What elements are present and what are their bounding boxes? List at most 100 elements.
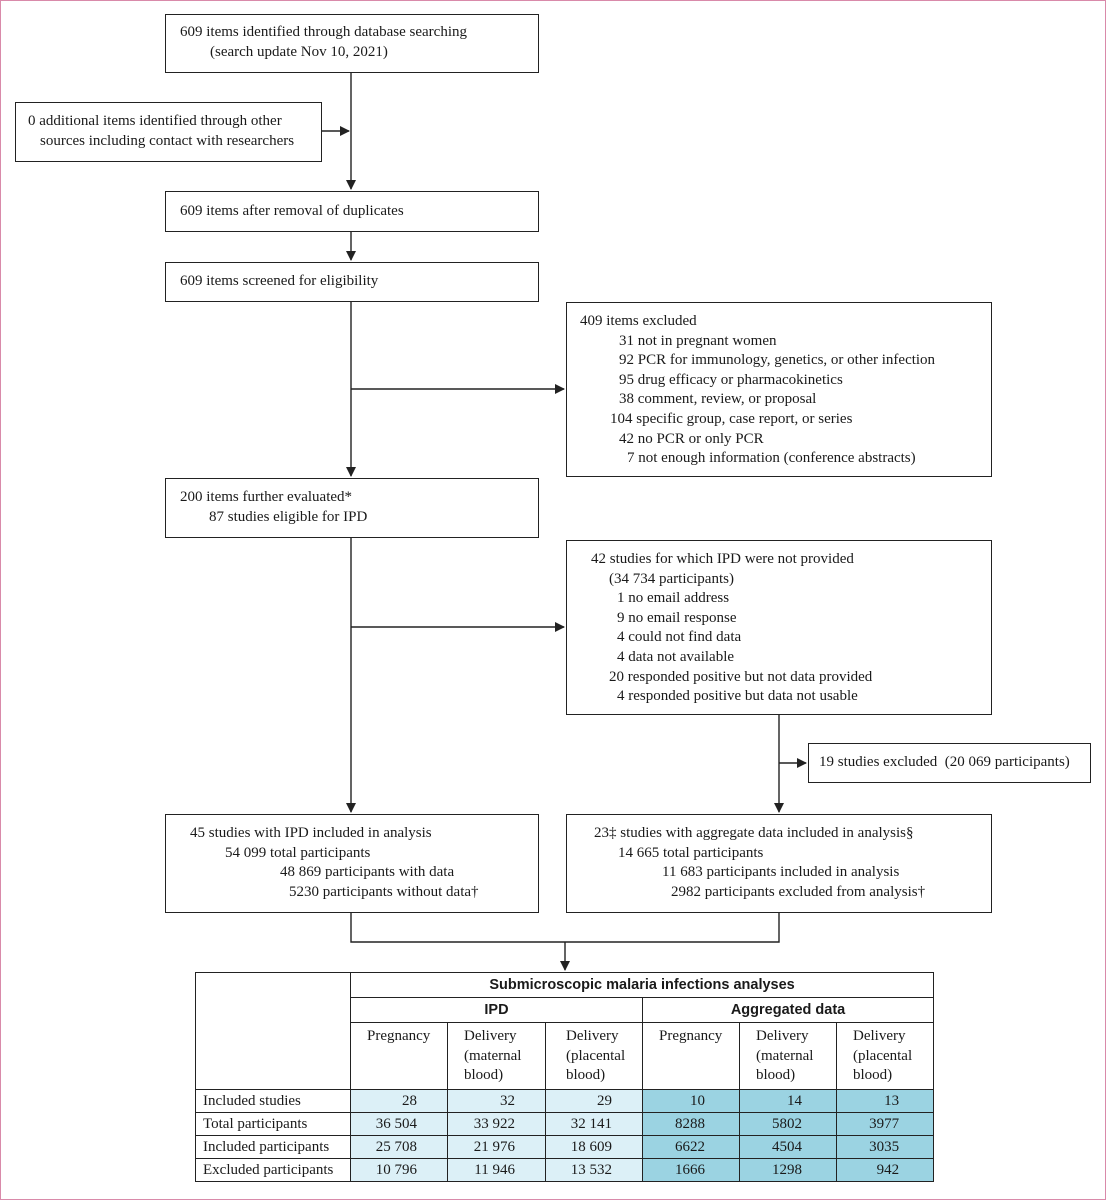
identified-database-box: 609 items identified through database se…: [165, 14, 539, 73]
identified-other-line-1: 0 additional items identified through ot…: [28, 113, 282, 129]
excluded-box: 409 items excluded 31 not in pregnant wo…: [566, 302, 992, 477]
column-header-line: Delivery: [464, 1028, 517, 1044]
table-cell: 33 922: [447, 1112, 546, 1136]
excluded-reason: 92 PCR for immunology, genetics, or othe…: [619, 352, 936, 369]
ipd-not-provided-reason: 4 could not find data: [617, 629, 742, 646]
screened-box: 609 items screened for eligibility: [165, 262, 539, 302]
ipd-not-provided-reason: 9 no email response: [617, 609, 737, 626]
column-header: Delivery (placental blood): [835, 1022, 935, 1090]
row-label: Total participants: [195, 1112, 351, 1136]
after-duplicates-box: 609 items after removal of duplicates: [165, 191, 539, 232]
identified-database-line-1: 609 items identified through database se…: [180, 24, 467, 40]
ipd-not-provided-reason: 1 no email address: [617, 590, 730, 607]
ipd-not-provided-reason: 4 data not available: [617, 648, 735, 665]
excluded-reason: 7 not enough information (conference abs…: [627, 450, 916, 467]
table-group-row: IPD Aggregated data: [196, 997, 935, 1023]
studies-excluded-text: 19 studies excluded (20 069 participants…: [819, 754, 1070, 770]
aggregate-excluded-from-analysis: 2982 participants excluded from analysis…: [671, 883, 926, 900]
column-header: Delivery (maternal blood): [739, 1022, 837, 1090]
identified-other-line-2: sources including contact with researche…: [40, 132, 295, 149]
further-evaluated-line-2: 87 studies eligible for IPD: [209, 508, 368, 525]
excluded-title: 409 items excluded: [580, 313, 697, 329]
excluded-reason: 38 comment, review, or proposal: [619, 391, 817, 408]
row-label: Included participants: [195, 1135, 351, 1159]
table-title: Submicroscopic malaria infections analys…: [349, 972, 935, 998]
column-header-line: (maternal: [464, 1047, 522, 1064]
column-header: Pregnancy: [642, 1022, 740, 1090]
group-header-aggregated: Aggregated data: [641, 997, 935, 1023]
table-cell: 1298: [739, 1158, 837, 1182]
table-cell: 32: [447, 1089, 546, 1113]
table-cell: 13 532: [545, 1158, 643, 1182]
table-cell: 1666: [642, 1158, 740, 1182]
ipd-included-box: 45 studies with IPD included in analysis…: [165, 814, 539, 913]
table-cell: 3035: [835, 1135, 935, 1159]
aggregate-included-box: 23‡ studies with aggregate data included…: [566, 814, 992, 913]
column-header: Delivery (placental blood): [545, 1022, 643, 1090]
ipd-included-total: 54 099 total participants: [225, 844, 371, 861]
excluded-reason: 95 drug efficacy or pharmacokinetics: [619, 371, 843, 388]
table-row: Included participants 25 708 21 976 18 6…: [195, 1135, 935, 1159]
ipd-not-provided-reason: 4 responded positive but data not usable: [617, 688, 858, 705]
table-cell: 29: [545, 1089, 643, 1113]
table-cell: 21 976: [447, 1135, 546, 1159]
table-row: Total participants 36 504 33 922 32 141 …: [195, 1112, 935, 1136]
ipd-included-without-data: 5230 participants without data†: [289, 883, 479, 900]
excluded-reason: 31 not in pregnant women: [619, 332, 777, 349]
column-header-line: (maternal: [756, 1047, 814, 1064]
screened-text: 609 items screened for eligibility: [180, 273, 379, 289]
identified-other-box: 0 additional items identified through ot…: [15, 102, 322, 162]
aggregate-included-in-analysis: 11 683 participants included in analysis: [662, 864, 900, 881]
ipd-included-with-data: 48 869 participants with data: [280, 864, 455, 881]
column-header-line: Pregnancy: [659, 1028, 723, 1044]
column-header-line: Delivery: [566, 1028, 619, 1044]
row-label: Excluded participants: [195, 1158, 351, 1182]
aggregate-included-title: 23‡ studies with aggregate data included…: [594, 825, 914, 841]
column-header-line: blood): [566, 1067, 606, 1084]
ipd-not-provided-box: 42 studies for which IPD were not provid…: [566, 540, 992, 715]
table-cell: 3977: [835, 1112, 935, 1136]
results-table: Submicroscopic malaria infections analys…: [195, 972, 935, 1182]
table-column-header-row: Pregnancy Delivery (maternal blood) Deli…: [196, 1022, 935, 1090]
aggregate-included-total: 14 665 total participants: [618, 844, 764, 861]
column-header-line: (placental: [566, 1047, 626, 1064]
column-header-line: Pregnancy: [367, 1028, 431, 1044]
merge-line: [350, 913, 780, 943]
table-cell: 32 141: [545, 1112, 643, 1136]
ipd-not-provided-reason: 20 responded positive but not data provi…: [609, 668, 873, 685]
table-cell: 10: [642, 1089, 740, 1113]
column-header-line: blood): [756, 1067, 796, 1084]
column-header: Pregnancy: [350, 1022, 448, 1090]
table-cell: 5802: [739, 1112, 837, 1136]
column-header-line: blood): [464, 1067, 504, 1084]
table-cell: 6622: [642, 1135, 740, 1159]
column-header-line: blood): [853, 1067, 893, 1084]
table-cell: 18 609: [545, 1135, 643, 1159]
table-cell: 942: [835, 1158, 935, 1182]
table-cell: 14: [739, 1089, 837, 1113]
table-title-row: Submicroscopic malaria infections analys…: [195, 972, 935, 1090]
table-row: Included studies 28 32 29 10 14 13: [195, 1089, 935, 1113]
column-header-line: Delivery: [756, 1028, 809, 1044]
studies-excluded-box: 19 studies excluded (20 069 participants…: [808, 743, 1091, 783]
table-cell: 8288: [642, 1112, 740, 1136]
after-duplicates-text: 609 items after removal of duplicates: [180, 203, 404, 219]
table-cell: 25 708: [350, 1135, 448, 1159]
further-evaluated-line-1: 200 items further evaluated*: [180, 489, 353, 505]
ipd-not-provided-title: 42 studies for which IPD were not provid…: [591, 551, 854, 567]
further-evaluated-box: 200 items further evaluated* 87 studies …: [165, 478, 539, 538]
table-row: Excluded participants 10 796 11 946 13 5…: [195, 1158, 935, 1182]
ipd-not-provided-participants: (34 734 participants): [609, 570, 734, 587]
table-cell: 4504: [739, 1135, 837, 1159]
row-label: Included studies: [195, 1089, 351, 1113]
identified-database-line-2: (search update Nov 10, 2021): [210, 43, 388, 60]
table-cell: 10 796: [350, 1158, 448, 1182]
excluded-reason: 104 specific group, case report, or seri…: [610, 410, 853, 427]
column-header-line: Delivery: [853, 1028, 906, 1044]
group-header-ipd: IPD: [350, 997, 643, 1023]
table-corner-cell: [195, 972, 351, 1090]
excluded-reason: 42 no PCR or only PCR: [619, 430, 764, 447]
table-cell: 36 504: [350, 1112, 448, 1136]
table-cell: 13: [835, 1089, 935, 1113]
